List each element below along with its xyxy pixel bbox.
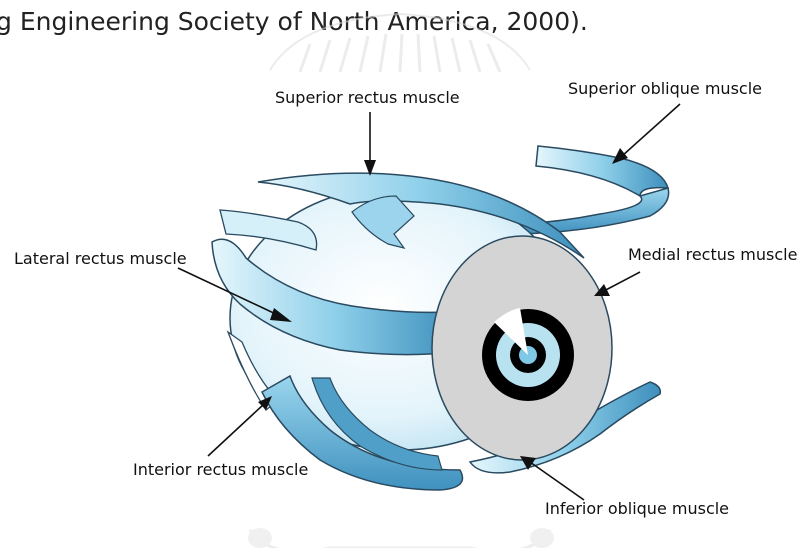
label-medial-rectus: Medial rectus muscle xyxy=(628,245,797,264)
label-inferior-oblique: Inferior oblique muscle xyxy=(545,499,729,518)
watermark-seal-bottom xyxy=(248,528,554,548)
label-superior-rectus: Superior rectus muscle xyxy=(275,88,460,107)
caption-fragment: g Engineering Society of North America, … xyxy=(0,7,588,36)
arrow-medial-rectus xyxy=(602,272,640,292)
arrow-inferior-rectus xyxy=(208,404,264,456)
label-inferior-rectus: Interior rectus muscle xyxy=(133,460,308,479)
superior-oblique-band xyxy=(536,146,668,196)
label-superior-oblique: Superior oblique muscle xyxy=(568,79,762,98)
label-lateral-rectus: Lateral rectus muscle xyxy=(14,249,187,268)
arrow-superior-oblique xyxy=(622,104,680,156)
arrow-inferior-oblique xyxy=(530,462,584,500)
